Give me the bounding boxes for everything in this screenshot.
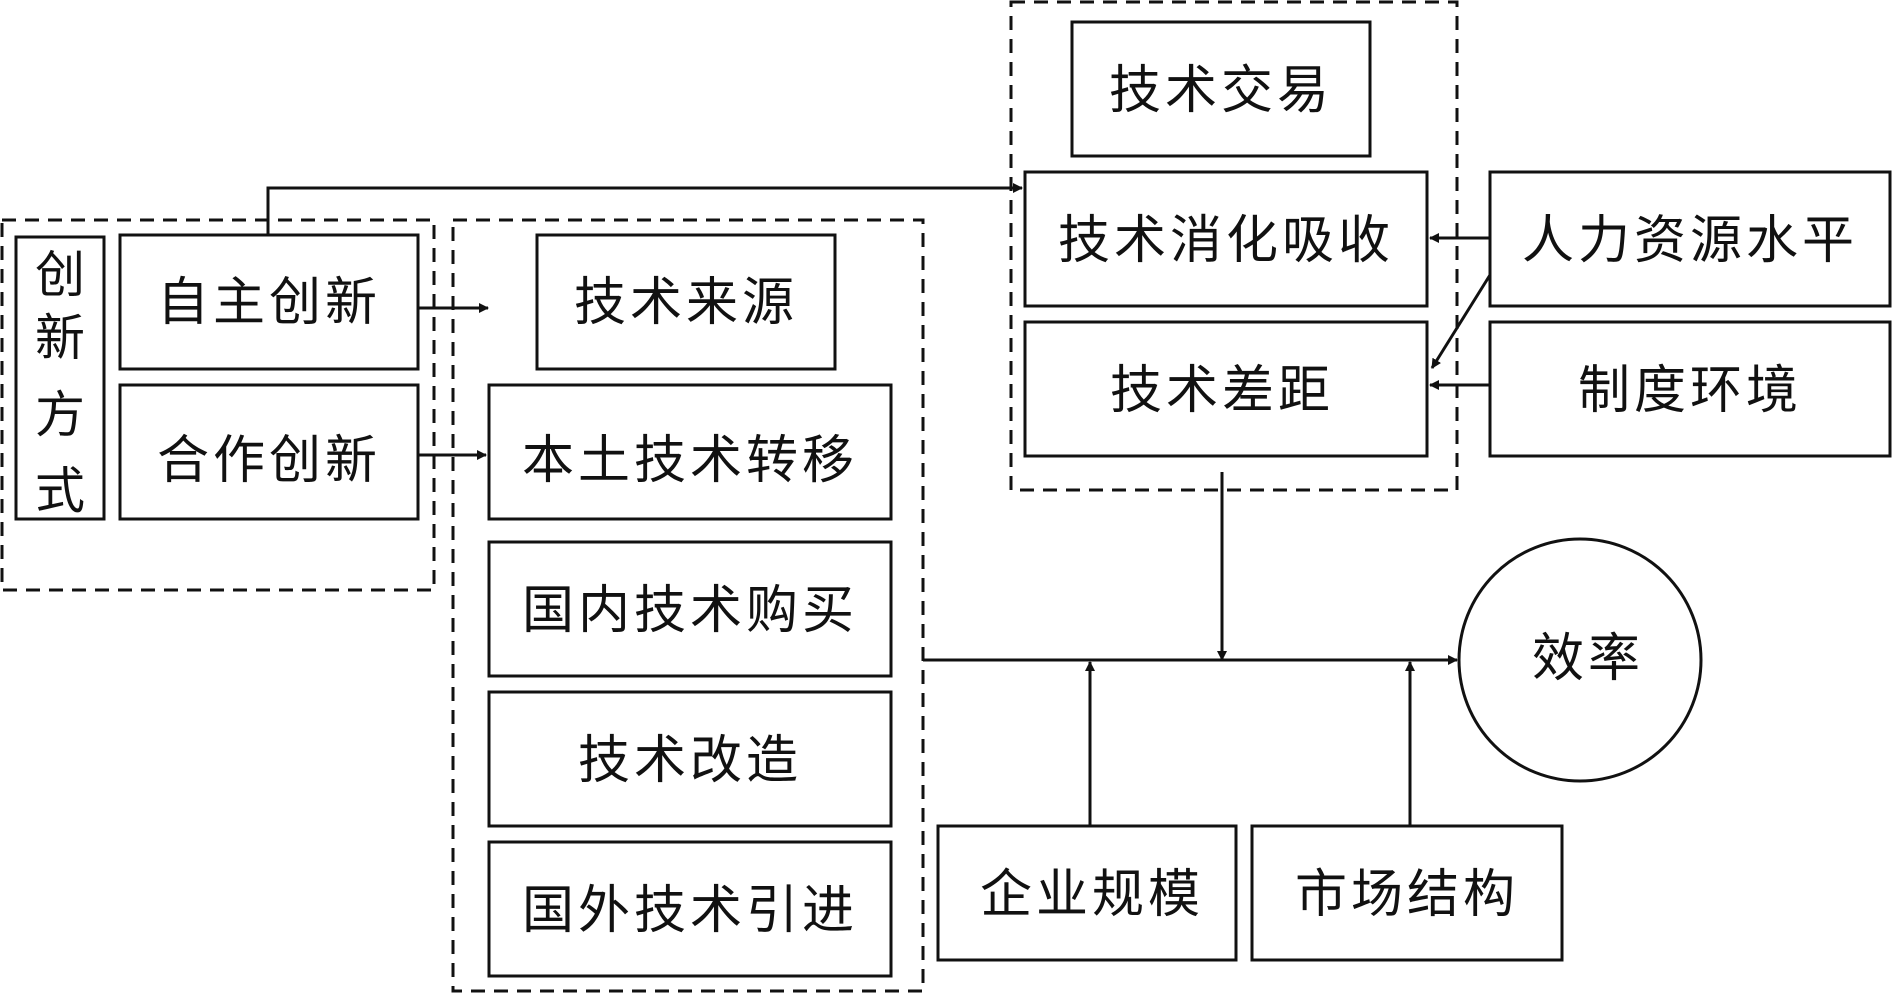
tech-transaction-label: 技术交易 [1109, 61, 1333, 121]
firm-size-box [936, 824, 1238, 962]
tech-source-header-label: 技术来源 [574, 273, 798, 333]
firm-size-label: 企业规模 [980, 865, 1204, 925]
tech-source-header-box [535, 233, 837, 371]
cooperative-innovation-label: 合作创新 [157, 431, 381, 491]
innovation-mode-title-char: 式 [35, 462, 85, 520]
foreign-tech-import-box [487, 840, 893, 978]
tech-transaction-group [1009, 0, 1459, 492]
tech-absorption-label: 技术消化吸收 [1058, 211, 1394, 271]
market-structure-box [1250, 824, 1564, 962]
tech-transaction-box [1070, 20, 1372, 158]
domestic-tech-purchase-box [487, 540, 893, 678]
human-resources-label: 人力资源水平 [1522, 211, 1858, 271]
tech-gap-label: 技术差距 [1110, 361, 1334, 421]
foreign-tech-import-label: 国外技术引进 [522, 881, 858, 941]
institutional-environment-box [1488, 320, 1892, 458]
independent-innovation-label: 自主创新 [157, 273, 381, 333]
independent-to-absorption-arrow [266, 183, 1023, 235]
efficiency-circle [1457, 537, 1703, 783]
tech-renovation-box [487, 690, 893, 828]
domestic-tech-transfer-label: 本土技术转移 [522, 431, 858, 491]
tech-absorption-box [1023, 170, 1429, 308]
human-resources-to-gap-arrow [1430, 274, 1492, 369]
efficiency-label: 效率 [1532, 629, 1644, 689]
institutional-environment-label: 制度环境 [1578, 361, 1802, 421]
tech-gap-box [1023, 320, 1429, 458]
innovation-mode-group [0, 218, 436, 592]
innovation-mode-title-box [14, 235, 106, 521]
cooperative-innovation-box [118, 383, 420, 521]
domestic-tech-transfer-box [487, 383, 893, 521]
market-structure-label: 市场结构 [1295, 865, 1519, 925]
tech-source-group [451, 218, 925, 993]
innovation-mode-title-char: 新 [35, 309, 85, 367]
innovation-mode-title-char: 方 [35, 386, 85, 444]
innovation-mode-title-char: 创 [35, 246, 85, 304]
human-resources-box [1488, 170, 1892, 308]
tech-renovation-label: 技术改造 [578, 731, 802, 791]
domestic-tech-purchase-label: 国内技术购买 [522, 581, 858, 641]
